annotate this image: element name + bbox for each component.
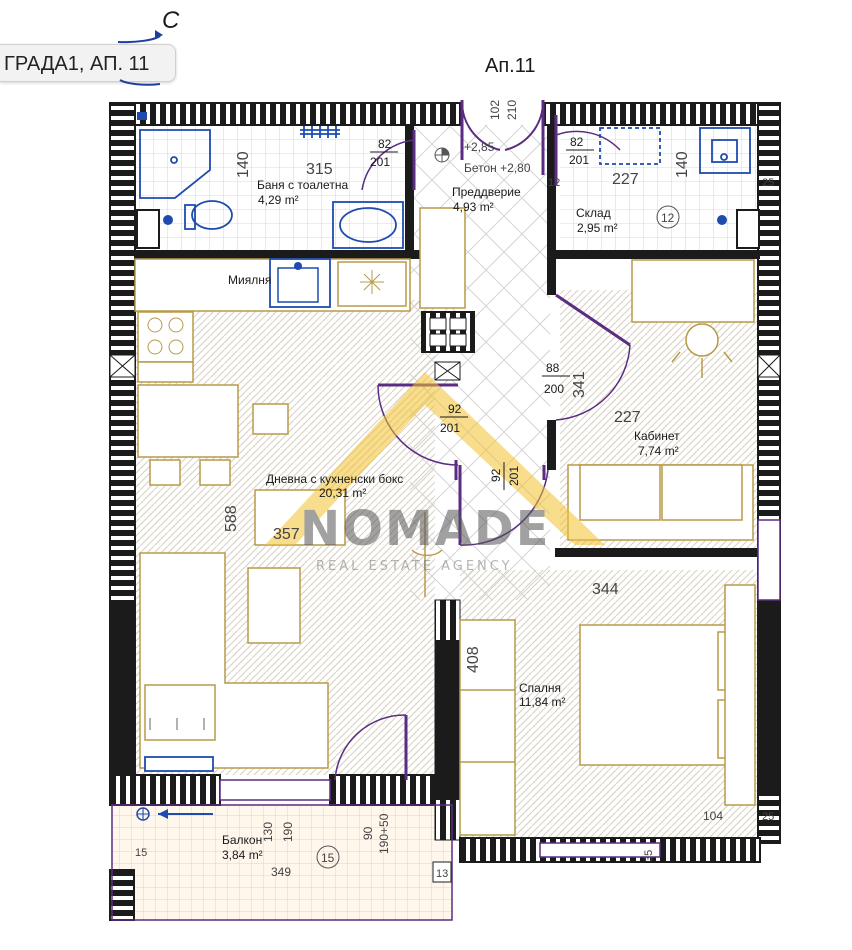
bath-name: Баня с тоалетна xyxy=(257,178,348,192)
storage-area: 2,95 m² xyxy=(577,221,618,235)
room-tags: 12 15 xyxy=(316,205,680,869)
svg-text:92: 92 xyxy=(448,402,462,416)
bathroom-fixtures xyxy=(139,126,751,249)
study-door-size: 88 200 xyxy=(542,361,570,396)
svg-text:92: 92 xyxy=(489,468,503,482)
balcony-area: 3,84 m² xyxy=(222,848,263,862)
balcony-floor xyxy=(112,805,452,920)
svg-text:82: 82 xyxy=(378,137,392,151)
furniture xyxy=(137,259,756,836)
balcony-name: Балкон xyxy=(222,833,262,847)
drain-icon xyxy=(136,807,213,821)
dim-balcony-h2: 190 xyxy=(281,822,295,842)
hall-name: Преддверие xyxy=(452,185,521,199)
doors xyxy=(334,100,631,781)
storage-name: Склад xyxy=(576,206,611,220)
dim-balcony-door-h: 190+50 xyxy=(377,813,391,854)
storage-tag: 12 xyxy=(661,211,675,225)
svg-text:201: 201 xyxy=(370,155,390,169)
door-sizes: 82 201 82 201 88 200 92 201 92 201 xyxy=(370,135,594,490)
dim-small-25a: 25 xyxy=(762,177,774,189)
windows xyxy=(219,519,781,858)
rotate-letter: C xyxy=(162,7,180,34)
dim-balcony-door-w: 90 xyxy=(361,826,375,840)
bath-door-size: 82 201 xyxy=(370,137,398,169)
dim-small-35: 35 xyxy=(643,850,655,862)
level-marker xyxy=(434,147,450,163)
apartment-label: Ап.11 xyxy=(485,55,536,77)
dim-living-height: 588 xyxy=(223,505,240,532)
svg-text:201: 201 xyxy=(440,421,460,435)
dim-small-25b: 25 xyxy=(762,811,774,823)
room-labels: Баня с тоалетна 4,29 m² Преддверие 4,93 … xyxy=(222,140,680,862)
watermark: NOMADE REAL ESTATE AGENCY xyxy=(265,372,605,574)
dim-small-15: 15 xyxy=(135,847,147,859)
dim-entry-w: 102 xyxy=(488,100,502,120)
sink-name: Миялня xyxy=(228,273,271,287)
bath-area: 4,29 m² xyxy=(258,193,299,207)
level-top: +2,85 xyxy=(464,140,495,154)
svg-text:82: 82 xyxy=(570,135,584,149)
watermark-tagline: REAL ESTATE AGENCY xyxy=(316,559,513,574)
svg-text:200: 200 xyxy=(544,382,564,396)
bedroom-door-size: 92 201 xyxy=(489,462,521,490)
bedroom-name: Спалня xyxy=(519,681,561,695)
storage-door-size: 82 201 xyxy=(566,135,594,167)
level-bottom: Бетон +2,80 xyxy=(464,161,531,175)
water-points xyxy=(136,112,760,249)
living-name: Дневна с кухненски бокс xyxy=(266,472,403,486)
dim-small-12: 12 xyxy=(548,177,560,189)
storage-floor xyxy=(560,125,760,255)
rotate-icon[interactable]: C xyxy=(117,7,180,86)
dim-storage-width: 227 xyxy=(612,171,639,188)
dim-balcony-h1: 130 xyxy=(261,822,275,842)
dim-study-width: 227 xyxy=(614,409,641,426)
watermark-brand: NOMADE xyxy=(300,501,551,557)
dim-living-width: 357 xyxy=(273,526,300,543)
dim-storage-height: 140 xyxy=(674,151,691,178)
hall-area: 4,93 m² xyxy=(453,200,494,214)
dim-small-104: 104 xyxy=(703,809,723,823)
svg-text:88: 88 xyxy=(546,361,560,375)
dim-entry-h: 210 xyxy=(505,100,519,120)
dim-balcony-width: 349 xyxy=(271,865,291,879)
living-area: 20,31 m² xyxy=(319,486,366,500)
dim-bath-height: 140 xyxy=(235,151,252,178)
dim-small-13: 13 xyxy=(436,868,448,880)
bath-floor xyxy=(135,125,405,255)
dim-bedroom-height: 408 xyxy=(465,646,482,673)
bedroom-area: 11,84 m² xyxy=(519,695,565,709)
svg-text:201: 201 xyxy=(507,466,521,486)
dim-study-height: 341 xyxy=(571,371,588,398)
dim-bedroom-width: 344 xyxy=(592,581,619,598)
balcony-tag: 15 xyxy=(321,851,335,865)
study-area: 7,74 m² xyxy=(638,444,679,458)
study-name: Кабинет xyxy=(634,429,680,443)
kitchen-units xyxy=(134,207,466,383)
dimensions: 315 140 227 140 102 210 227 341 588 357 … xyxy=(135,100,774,880)
svg-text:201: 201 xyxy=(569,153,589,167)
apartment-badge: ГРАДА1, АП. 11 xyxy=(0,44,176,82)
living-door-size: 92 201 xyxy=(440,402,468,435)
walls xyxy=(109,102,781,921)
dim-bath-width: 315 xyxy=(306,161,333,178)
